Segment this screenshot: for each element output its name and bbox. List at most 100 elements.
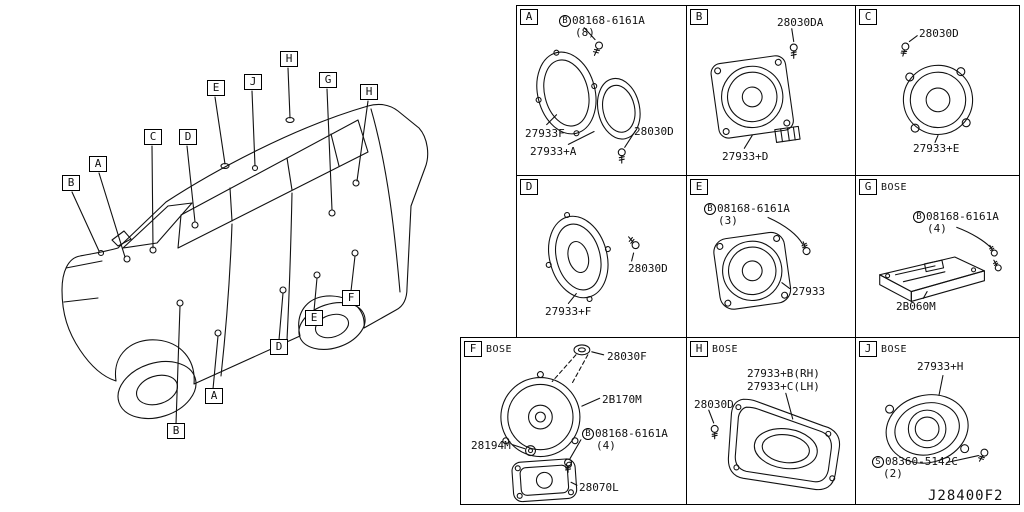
cell-h-letter: H [690,341,708,357]
part-qty: (4) [927,222,947,235]
cell-g-letter: G [859,179,877,195]
detail-cell-d: D 28030D 27933+F [516,175,687,338]
cell-e-letter: E [690,179,708,195]
part-qty: (2) [883,467,903,480]
part-label-speaker: 27933+A [530,145,577,158]
speaker-enclosure [727,398,841,491]
cell-f-letter: F [464,341,482,357]
screw-icon [801,241,811,256]
cell-g-drawing [879,226,1002,302]
part-label-screw: 28030D [919,27,959,40]
part-label-speaker: 27933 [792,285,826,298]
cell-h-drawing [708,392,841,491]
screw-icon [710,424,719,440]
part-label-speaker: 27933+E [913,142,960,155]
part-label-screw: 28030DA [777,16,824,29]
speaker-frame [535,49,598,137]
screw-icon [564,458,573,473]
rear-wheel [298,302,366,350]
circled-b-icon: B [704,203,716,215]
cell-b-letter: B [690,9,708,25]
circled-b-icon: B [913,211,925,223]
cell-c-drawing [900,35,974,143]
bose-brand-label: BOSE [712,344,739,355]
part-number: 08168-6161A [926,210,999,223]
vehicle-outline [61,103,429,420]
amplifier-unit [879,256,985,302]
washer-icon [525,445,537,457]
bose-brand-label: BOSE [881,182,908,193]
part-label-speaker-lh: 27933+C(LH) [747,380,820,393]
speaker-unit [596,77,641,140]
callout-d-front: D [179,129,197,145]
part-label-speaker-rh: 27933+B(RH) [747,367,820,380]
part-number: 08168-6161A [572,14,645,27]
callout-leader-lines [71,67,369,425]
cell-j-drawing [885,375,989,464]
circled-b-icon: B [559,15,571,27]
detail-cell-c: C 28030D 27933+E [855,5,1020,176]
speaker-unit [713,231,792,310]
part-label-screw: 28030D [694,398,734,411]
callout-e-roof: E [207,80,225,96]
speaker-location-marks [97,116,360,337]
detail-cell-b: B 28030DA 27933+D [686,5,856,176]
subwoofer-unit [500,371,581,458]
screw-icon [789,43,798,59]
callout-g-rear: G [319,72,337,88]
callout-d-slider: D [270,339,288,355]
part-qty: (8) [575,26,595,39]
detail-cell-h: H BOSE 27933+B(RH) 27933+C(LH) 28030D [686,337,856,505]
bose-brand-label: BOSE [881,344,908,355]
diagram-code: J28400F2 [928,488,1004,504]
callout-a-pillar: A [89,156,107,172]
cell-d-letter: D [520,179,538,195]
part-label-speaker: 27933+F [545,305,592,318]
screw-icon [900,42,910,57]
mounting-bracket [511,458,578,503]
part-number: 08360-5142C [885,455,958,468]
callout-c-front: C [144,129,162,145]
part-label-speaker: 27933+H [917,360,964,373]
screw-icon [617,148,626,164]
grommet-icon [573,344,591,356]
part-label-washer: 28194M [471,439,511,452]
part-label-grommet: 28030F [607,350,647,363]
callout-f-quarter: F [342,290,360,306]
callout-h-rear: H [360,84,378,100]
circled-s-icon: S [872,456,884,468]
part-qty: (3) [718,214,738,227]
part-label-bracket: 28070L [579,481,619,494]
screw-icon [978,448,989,462]
cell-b-drawing [710,28,801,149]
part-number: 08168-6161A [717,202,790,215]
speaker-unit [902,64,974,136]
cell-d-drawing [545,212,640,304]
callout-e-quarter: E [305,310,323,326]
circled-b-icon: B [582,428,594,440]
part-label-screw: 28030D [634,125,674,138]
part-label-amp: 2B060M [896,300,936,313]
part-label-frame: 27933F [525,127,565,140]
cell-f-drawing [500,344,605,503]
callout-b-door: B [167,423,185,439]
part-label-speaker: 27933+D [722,150,769,163]
vehicle-diagram [61,67,429,425]
part-qty: (4) [596,439,616,452]
part-label-woofer: 2B170M [602,393,642,406]
speaker-unit [885,394,970,464]
cell-j-letter: J [859,341,877,357]
part-label-screw: 28030D [628,262,668,275]
speaker-unit [710,55,801,143]
